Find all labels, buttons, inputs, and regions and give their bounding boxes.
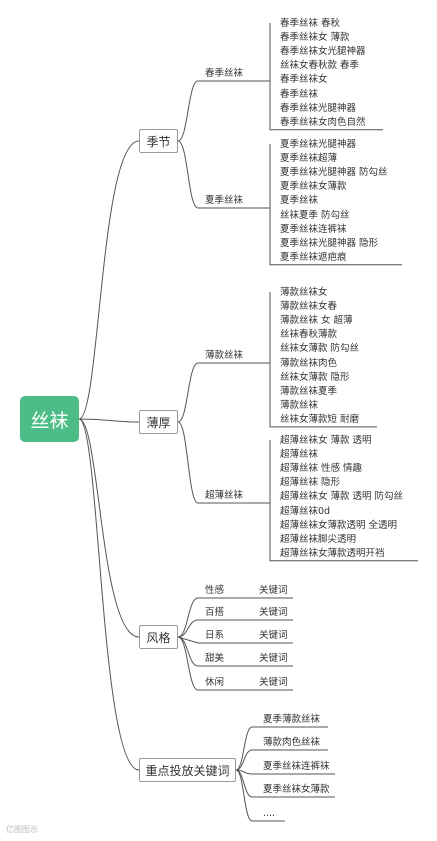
connector-thickness-ultrathin [177, 421, 270, 504]
ultrathin-keyword[interactable]: 超薄丝袜女 薄款 透明 防勾丝 [280, 491, 404, 503]
subtopic-spring[interactable]: 春季丝袜 [205, 68, 244, 79]
thin-keyword[interactable]: 薄款丝袜肉色 [280, 357, 338, 369]
thin-keyword-bracket [269, 292, 377, 428]
thin-keyword[interactable]: 薄款丝袜 [280, 399, 319, 411]
thin-keyword[interactable]: 丝袜春秋薄款 [280, 329, 338, 341]
root-node[interactable]: 丝袜 [20, 396, 79, 442]
connector-root-season [78, 140, 140, 420]
summer-keyword[interactable]: 夏季丝袜 [280, 195, 319, 207]
style-name[interactable]: 日系 [205, 630, 225, 641]
connector-kw-3 [235, 769, 335, 775]
style-keyword[interactable]: 关键词 [259, 653, 288, 664]
connector-kw-1 [235, 726, 328, 771]
connector-root-style [78, 418, 140, 638]
style-name[interactable]: 休闲 [205, 677, 225, 688]
ultrathin-keyword[interactable]: 超薄丝袜女 薄款 透明 [280, 435, 372, 446]
spring-keyword[interactable]: 春季丝袜女光腿神器 [280, 46, 366, 58]
summer-keyword[interactable]: 夏季丝袜连裤袜 [280, 223, 347, 235]
thin-keyword[interactable]: 薄款丝袜女春 [280, 301, 338, 313]
thin-keyword[interactable]: 丝袜女薄款短 耐磨 [280, 413, 360, 425]
connector-style-2 [177, 619, 293, 638]
subtopic-ultrathin[interactable]: 超薄丝袜 [205, 490, 244, 501]
priority-keyword[interactable]: .... [263, 808, 276, 819]
summer-keyword[interactable]: 夏季丝袜光腿神器 [280, 139, 357, 150]
spring-keyword[interactable]: 春季丝袜女肉色自然 [280, 116, 366, 128]
subtopic-summer[interactable]: 夏季丝袜 [205, 195, 244, 206]
style-name[interactable]: 百搭 [205, 607, 225, 618]
spring-keyword-bracket [269, 23, 383, 131]
priority-keyword[interactable]: 薄款肉色丝袜 [263, 737, 321, 748]
connector-root-thickness [78, 418, 140, 423]
connector-kw-5 [235, 769, 285, 822]
priority-keyword[interactable]: 夏季薄款丝袜 [263, 714, 321, 725]
priority-keyword[interactable]: 夏季丝袜连裤袜 [263, 761, 330, 772]
spring-keyword[interactable]: 春季丝袜光腿神器 [280, 102, 357, 114]
branch-season[interactable]: 季节 [139, 129, 178, 153]
branch-keywords[interactable]: 重点投放关键词 [139, 758, 236, 782]
ultrathin-keyword[interactable]: 超薄丝袜女薄款透明 全透明 [280, 519, 398, 531]
thin-keyword[interactable]: 丝袜女薄款 隐形 [280, 371, 350, 383]
summer-keyword-bracket [269, 144, 402, 266]
spring-keyword[interactable]: 春季丝袜 [280, 88, 319, 100]
connector-style-1 [177, 597, 293, 638]
summer-keyword[interactable]: 夏季丝袜遮疤痕 [280, 251, 347, 263]
spring-keyword[interactable]: 丝袜女春秋款 春季 [280, 60, 360, 72]
summer-keyword[interactable]: 丝袜夏季 防勾丝 [280, 209, 350, 221]
summer-keyword[interactable]: 夏季丝袜光腿神器 隐形 [280, 237, 379, 249]
summer-keyword[interactable]: 夏季丝袜光腿神器 防勾丝 [280, 167, 388, 179]
thin-keyword[interactable]: 薄款丝袜 女 超薄 [280, 315, 353, 327]
style-keyword[interactable]: 关键词 [259, 585, 288, 596]
spring-keyword[interactable]: 春季丝袜 春秋 [280, 18, 341, 29]
ultrathin-keyword[interactable]: 超薄丝袜 隐形 [280, 477, 341, 489]
thin-keyword[interactable]: 丝袜女薄款 防勾丝 [280, 343, 360, 355]
ultrathin-keyword[interactable]: 超薄丝袜 性感 情趣 [280, 463, 363, 475]
style-name[interactable]: 性感 [205, 585, 225, 596]
ultrathin-keyword[interactable]: 超薄丝袜0d [280, 505, 331, 517]
thin-keyword[interactable]: 薄款丝袜女 [280, 287, 328, 298]
summer-keyword[interactable]: 夏季丝袜超薄 [280, 153, 338, 165]
connector-season-summer [177, 140, 270, 209]
watermark: 亿图图示 [6, 825, 38, 834]
spring-keyword[interactable]: 春季丝袜女 [280, 74, 328, 86]
subtopic-thin[interactable]: 薄款丝袜 [205, 350, 244, 361]
thin-keyword[interactable]: 薄款丝袜夏季 [280, 385, 338, 397]
branch-thickness[interactable]: 薄厚 [139, 410, 178, 434]
connector-root-keywords [78, 418, 140, 771]
ultrathin-keyword[interactable]: 超薄丝袜女薄款透明开裆 [280, 547, 385, 559]
priority-keyword[interactable]: 夏季丝袜女薄款 [263, 784, 330, 795]
connector-style-3 [177, 636, 293, 644]
connector-style-5 [177, 636, 293, 691]
summer-keyword[interactable]: 夏季丝袜女薄款 [280, 181, 347, 193]
style-keyword[interactable]: 关键词 [259, 607, 288, 618]
connector-season-spring [177, 80, 270, 142]
branch-style[interactable]: 风格 [139, 625, 178, 649]
ultrathin-keyword-bracket [269, 440, 418, 562]
connector-thickness-thin [177, 362, 270, 423]
connector-kw-2 [235, 749, 328, 771]
style-name[interactable]: 甜美 [205, 653, 225, 664]
spring-keyword[interactable]: 春季丝袜女 薄款 [280, 32, 350, 44]
style-keyword[interactable]: 关键词 [259, 677, 288, 688]
style-keyword[interactable]: 关键词 [259, 630, 288, 641]
ultrathin-keyword[interactable]: 超薄丝袜 [280, 449, 319, 461]
ultrathin-keyword[interactable]: 超薄丝袜脚尖透明 [280, 533, 357, 545]
